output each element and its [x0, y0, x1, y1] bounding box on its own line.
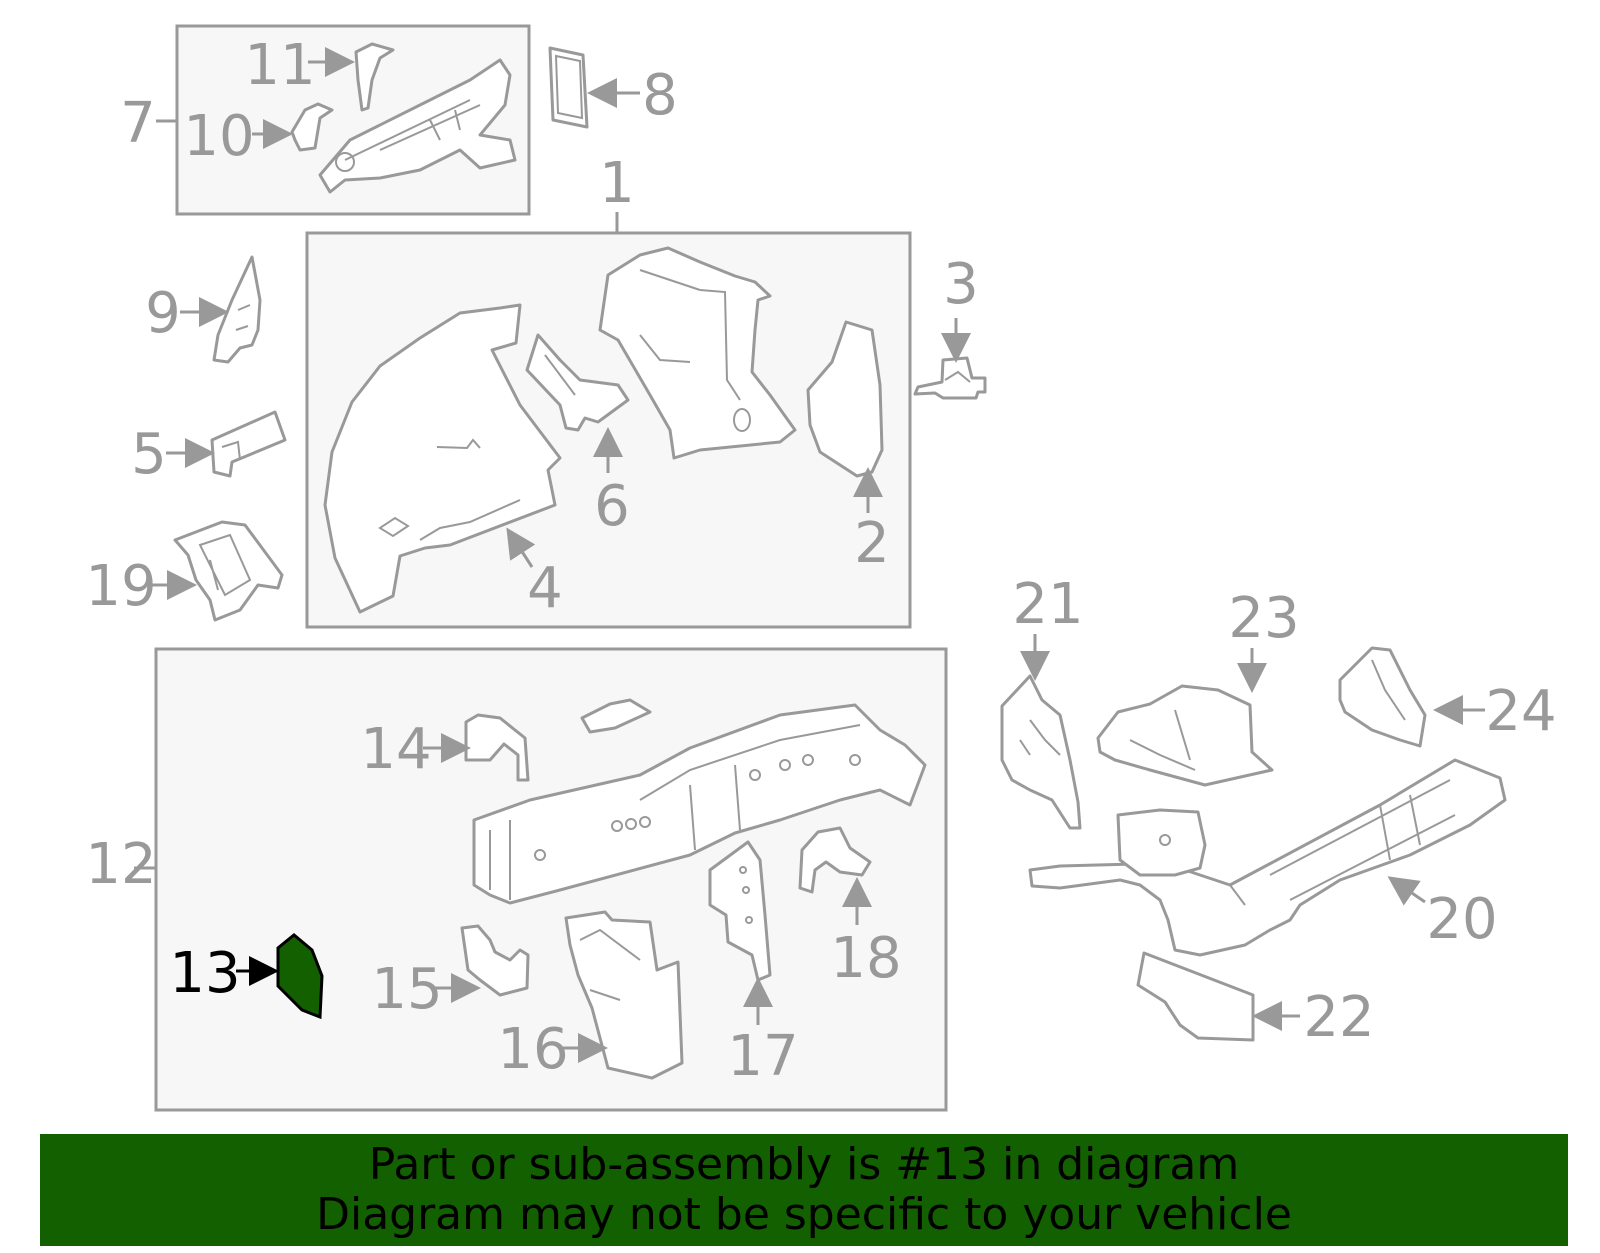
info-banner: Part or sub-assembly is #13 in diagram D… [40, 1134, 1568, 1246]
part-23-panel [1096, 684, 1274, 787]
callout-22: 22 [1303, 985, 1374, 1050]
part-7-apron-rail [318, 58, 517, 194]
callout-21: 21 [1012, 572, 1083, 637]
callout-14: 14 [360, 717, 431, 782]
part-18-bracket [798, 826, 872, 894]
part-12-frame-rail [472, 703, 927, 905]
part-9-gusset [212, 255, 262, 364]
part-3-bracket [913, 356, 987, 400]
callout-23: 23 [1228, 586, 1299, 651]
banner-line-2: Diagram may not be specific to your vehi… [316, 1189, 1292, 1240]
callout-10: 10 [183, 104, 254, 169]
banner-line-1: Part or sub-assembly is #13 in diagram [368, 1139, 1240, 1190]
part-24-bracket [1338, 646, 1427, 748]
part-2-panel [806, 320, 884, 478]
leader-4 [506, 527, 536, 568]
part-20-crossmember [1028, 758, 1507, 957]
callout-9: 9 [145, 281, 181, 346]
callout-20: 20 [1426, 887, 1497, 952]
part-19-reinforcement [173, 520, 284, 622]
callout-8: 8 [642, 63, 678, 128]
part-21-bracket [1000, 674, 1082, 830]
callout-3: 3 [943, 252, 979, 317]
callout-6: 6 [594, 474, 630, 539]
leader-20 [1387, 876, 1426, 906]
callout-13: 13 [169, 941, 240, 1006]
callout-19: 19 [85, 554, 156, 619]
callout-5: 5 [131, 422, 167, 487]
callout-18: 18 [830, 926, 901, 991]
part-12-small-bracket [580, 698, 652, 734]
part-13-highlighted [276, 933, 324, 1020]
part-14-bracket [464, 713, 530, 782]
part-8-pad [548, 46, 589, 129]
callout-7: 7 [120, 91, 156, 156]
part-4-wheelhouse [323, 303, 562, 614]
callout-12: 12 [85, 832, 156, 897]
part-1-apron-panel [598, 246, 797, 460]
part-11-bracket [354, 42, 395, 112]
callout-2: 2 [854, 511, 890, 576]
part-16-panel [564, 910, 684, 1080]
callout-1: 1 [599, 151, 635, 216]
part-5-bracket [210, 410, 287, 478]
callout-17: 17 [727, 1024, 798, 1089]
part-10-bracket [290, 102, 334, 152]
part-22-shield [1136, 951, 1255, 1042]
callout-16: 16 [497, 1017, 568, 1082]
callout-11: 11 [244, 33, 315, 98]
part-6-bracket [525, 333, 630, 432]
callout-24: 24 [1485, 679, 1556, 744]
callout-4: 4 [527, 556, 563, 621]
callout-15: 15 [371, 957, 442, 1022]
